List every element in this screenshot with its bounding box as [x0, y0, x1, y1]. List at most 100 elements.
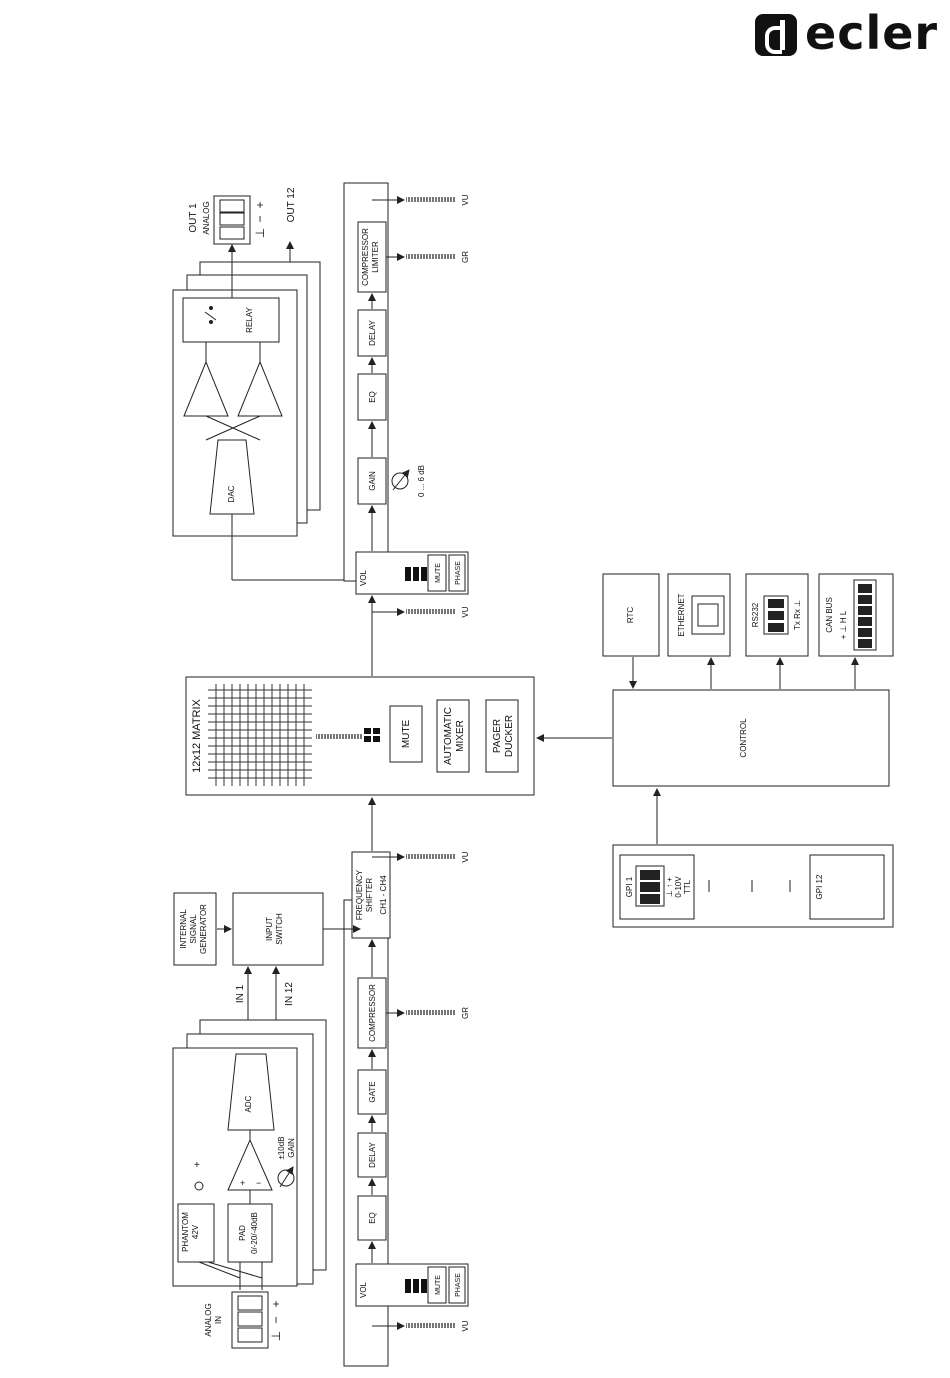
vu-label-4: VU — [461, 1320, 470, 1331]
vol-label-in: VOL — [359, 1281, 368, 1298]
phase-button-out[interactable] — [448, 554, 466, 592]
vol-label-out: VOL — [359, 569, 368, 586]
phase-label-out: PHASE — [455, 561, 462, 585]
out-minus-label: − — [253, 215, 267, 222]
control-block — [612, 689, 890, 787]
gate-label: GATE — [368, 1081, 377, 1102]
can-pins-label: + ⊥ H L — [839, 610, 848, 639]
gain-range-label: 0 ... 6 dB — [417, 465, 426, 497]
analog-in-label-1: ANALOG — [204, 1303, 213, 1336]
out12-label: OUT 12 — [286, 187, 297, 222]
mute-button-in[interactable] — [427, 1266, 447, 1304]
eq-label-out: EQ — [368, 391, 377, 403]
relay-block — [182, 297, 280, 343]
out1-label: OUT 1 — [188, 203, 199, 233]
mute-label-out: MUTE — [435, 563, 442, 583]
ethernet-label: ETHERNET — [677, 593, 686, 636]
delay-label-in: DELAY — [368, 1142, 377, 1168]
can-bus-label: CAN BUS — [825, 597, 834, 633]
automatic-mixer-block — [436, 699, 470, 773]
pager-ducker-block — [485, 699, 519, 773]
vu-label-1: VU — [461, 194, 470, 205]
eq-block-out — [357, 373, 387, 421]
gr-label-2: GR — [461, 1007, 470, 1019]
gain-block — [357, 457, 387, 505]
delay-block-in — [357, 1132, 387, 1178]
automatic-mixer-label-2: MIXER — [455, 720, 466, 752]
brand-wordmark: ecler — [805, 6, 939, 60]
control-label: CONTROL — [739, 718, 748, 758]
in1-label: IN 1 — [235, 984, 246, 1003]
mute-button-out[interactable] — [427, 554, 447, 592]
rs232-label: RS232 — [751, 602, 760, 627]
in-plus-label: + — [269, 1300, 283, 1307]
svg-text:−: − — [256, 1178, 261, 1188]
gr-label-1: GR — [461, 251, 470, 263]
matrix-mute-label: MUTE — [401, 720, 412, 749]
gpi-range-label: 0-10V — [674, 876, 683, 898]
svg-text:+: + — [194, 1160, 200, 1171]
delay-block-out — [357, 309, 387, 357]
pad-values-label: 0/-20/-40dB — [250, 1212, 259, 1254]
dac-block — [209, 439, 255, 515]
in-minus-label: − — [269, 1316, 283, 1323]
vu-label-2: VU — [461, 606, 470, 617]
ecler-logo-icon — [755, 14, 797, 56]
internal-generator-label-2: SIGNAL — [189, 914, 198, 944]
gpi12-label: GPI 12 — [815, 874, 824, 899]
pager-ducker-label-1: PAGER — [492, 719, 503, 753]
gain-label: GAIN — [368, 471, 377, 491]
pager-ducker-label-2: DUCKER — [504, 715, 515, 757]
gpi-pins-label: ⊥ ↑ + — [665, 877, 674, 897]
relay-label: RELAY — [245, 307, 254, 333]
phase-label-in: PHASE — [455, 1273, 462, 1297]
in12-label: IN 12 — [284, 982, 295, 1006]
compressor-limiter-label-2: LIMITER — [371, 241, 380, 273]
delay-label-out: DELAY — [368, 320, 377, 346]
frequency-shifter-label-1: FREQUENCY — [355, 869, 364, 920]
vu-label-3: VU — [461, 851, 470, 862]
pad-block — [227, 1203, 273, 1263]
compressor-limiter-label: COMPRESSOR — [361, 228, 370, 286]
eq-block-in — [357, 1195, 387, 1241]
phase-button-in[interactable] — [448, 1266, 466, 1304]
gain-knob-icon — [391, 472, 409, 490]
compressor-limiter-block — [357, 221, 387, 293]
phantom-v-label: 42V — [191, 1224, 200, 1239]
matrix-label: 12x12 MATRIX — [191, 698, 203, 772]
dac-label: DAC — [227, 485, 236, 502]
brand-logo: ecler — [755, 6, 945, 62]
matrix-grid — [208, 684, 312, 786]
in-ground-label: ⊥ — [269, 1331, 283, 1341]
out-plus-label: + — [253, 201, 267, 208]
out-ground-label: ⊥ — [253, 228, 267, 238]
frequency-shifter-block — [351, 851, 391, 939]
internal-generator-block — [173, 892, 217, 966]
matrix-mute-button[interactable] — [389, 705, 423, 763]
compressor-label: COMPRESSOR — [368, 984, 377, 1042]
rs232-pins-label: Tx Rx ⊥ — [793, 600, 802, 630]
svg-text:+: + — [240, 1178, 245, 1188]
gain-range-in-label: ±10dB — [277, 1136, 286, 1159]
rtc-label: RTC — [626, 607, 635, 624]
gpi-ttl-label: TTL — [683, 879, 692, 894]
gpi1-label: GPI 1 — [625, 876, 634, 897]
analog-out-label: ANALOG — [202, 201, 211, 234]
analog-in-label-2: IN — [214, 1316, 223, 1324]
frequency-shifter-label-2: SHIFTER — [365, 878, 374, 912]
adc-block — [227, 1053, 275, 1131]
gain-in-label: GAIN — [287, 1138, 296, 1158]
internal-generator-label-3: GENERATOR — [199, 904, 208, 954]
eq-label-in: EQ — [368, 1212, 377, 1224]
internal-generator-label-1: INTERNAL — [179, 909, 188, 949]
pad-label: PAD — [238, 1225, 247, 1241]
phantom-label: PHANTOM — [181, 1212, 190, 1252]
rtc-block — [602, 573, 660, 657]
phantom-block — [177, 1203, 215, 1263]
ch-range-label: CH1 - CH4 — [379, 875, 388, 915]
automatic-mixer-label-1: AUTOMATIC — [443, 707, 454, 765]
gpi12-block — [809, 854, 885, 920]
adc-label: ADC — [244, 1095, 253, 1112]
mute-label-in: MUTE — [435, 1275, 442, 1295]
input-switch-label-2: SWITCH — [275, 913, 284, 945]
